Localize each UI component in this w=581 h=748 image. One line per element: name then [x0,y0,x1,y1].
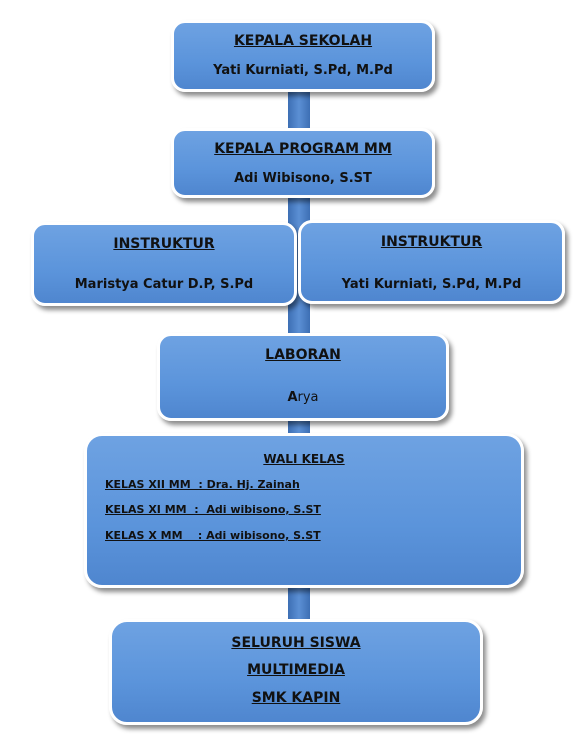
laboran-name-rest: rya [297,390,319,405]
siswa-line: MULTIMEDIA [247,662,345,678]
instruktur-2-title: INSTRUKTUR [380,234,483,250]
siswa-line: SELURUH SISWA [231,635,361,651]
kepala-sekolah-box: KEPALA SEKOLAH Yati Kurniati, S.Pd, M.Pd [171,20,435,92]
kepala-sekolah-name: Yati Kurniati, S.Pd, M.Pd [213,63,393,78]
siswa-line: SMK KAPIN [251,690,341,706]
kepala-sekolah-title: KEPALA SEKOLAH [233,33,373,49]
instruktur-2-name: Yati Kurniati, S.Pd, M.Pd [341,277,522,292]
wali-kelas-title: WALI KELAS [263,452,345,466]
seluruh-siswa-box: SELURUH SISWA MULTIMEDIA SMK KAPIN [109,619,483,725]
wali-kelas-box: WALI KELAS KELAS XII MM : Dra. Hj. Zaina… [84,433,524,588]
laboran-title: LABORAN [265,347,341,363]
instruktur-1-name: Maristya Catur D.P, S.Pd [74,277,254,292]
instruktur-box-2: INSTRUKTUR Yati Kurniati, S.Pd, M.Pd [298,220,565,304]
kepala-program-title: KEPALA PROGRAM MM [214,141,392,157]
wali-kelas-row: KELAS X MM : Adi wibisono, S.ST [105,529,321,542]
instruktur-box-1: INSTRUKTUR Maristya Catur D.P, S.Pd [31,222,297,306]
kepala-program-name: Adi Wibisono, S.ST [234,171,372,186]
wali-kelas-row: KELAS XI MM : Adi wibisono, S.ST [105,503,321,516]
wali-kelas-row: KELAS XII MM : Dra. Hj. Zainah [105,478,300,491]
laboran-box: LABORAN Arya [157,333,449,421]
instruktur-1-title: INSTRUKTUR [113,236,215,252]
laboran-name: Arya [160,390,446,405]
kepala-program-box: KEPALA PROGRAM MM Adi Wibisono, S.ST [171,128,435,198]
laboran-name-initial: A [287,390,298,405]
